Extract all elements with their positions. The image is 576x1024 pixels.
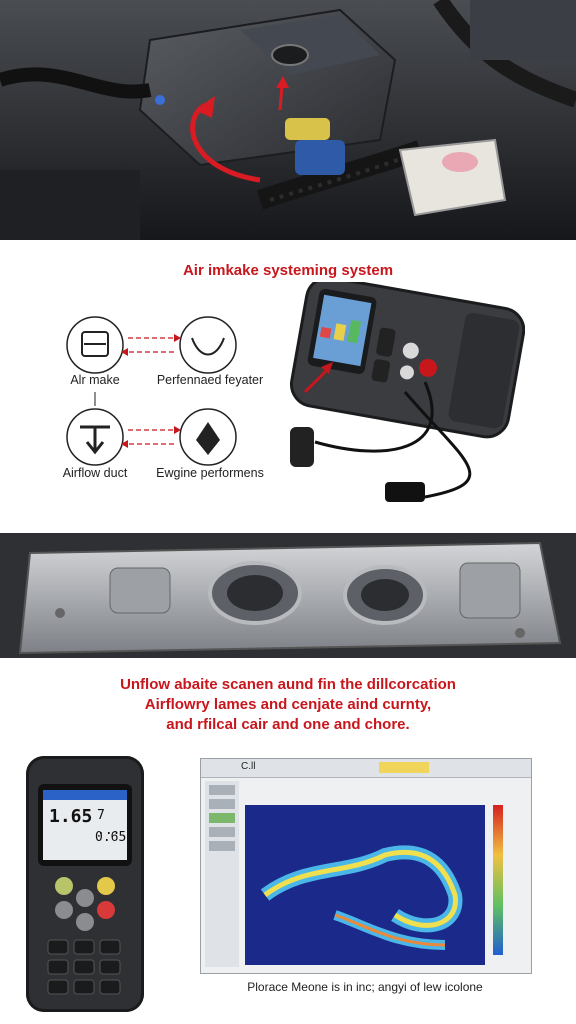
key-red-icon xyxy=(97,901,115,919)
airflow-heatmap xyxy=(245,805,485,965)
scan-tool-illustration xyxy=(289,282,525,502)
heatmap-color-scale xyxy=(493,805,503,955)
scan-tool-button-icon xyxy=(376,327,396,357)
software-titlebar: C.ll xyxy=(201,759,531,778)
caption-panel: Unflow abaite scanen aund fin the dillco… xyxy=(0,658,576,748)
scanner-software-panel: 1.65 7 ... 0.65 xyxy=(0,748,576,1024)
scanner-reading-side: 7 ... xyxy=(97,808,121,838)
node-label-air-intake: Alr make xyxy=(70,373,120,387)
engine-bay-photo xyxy=(0,0,576,240)
performance-node-icon xyxy=(179,316,237,374)
software-window-title: C.ll xyxy=(241,761,256,772)
node-label-performance: Perfennaed feyater xyxy=(156,373,264,387)
caption-line-2: Airflowry lames and cenjate aind curnty, xyxy=(144,696,432,713)
airflow-diagram xyxy=(66,316,237,466)
scanner-keypad xyxy=(47,877,121,995)
intake-manifold-photo xyxy=(0,533,576,658)
caption-line-3: and rfilcal cair and one and chore. xyxy=(166,716,410,733)
key-yellow-icon xyxy=(55,877,73,895)
caption-line-1: Unflow abaite scanen aund fin the dillco… xyxy=(120,676,456,693)
intake-diagram-panel: Air imkake systeming system Alr make Per… xyxy=(0,240,576,530)
toolbar-highlight xyxy=(379,762,429,773)
software-caption: Plorace Meone is in inc; angyi of lew ic… xyxy=(247,980,483,994)
scanner-reading-sub: 0.65 xyxy=(95,830,127,845)
software-left-toolbar xyxy=(205,781,239,967)
scanner-screen: 1.65 7 ... 0.65 xyxy=(38,784,132,866)
diagram-title: Air imkake systeming system xyxy=(182,262,394,279)
engine-bay-illustration xyxy=(0,0,576,240)
manifold-illustration xyxy=(0,533,576,658)
node-label-engine-performance: Ewgine performens xyxy=(156,466,264,480)
software-window: C.ll xyxy=(200,758,532,974)
node-label-airflow-duct: Airflow duct xyxy=(62,466,128,480)
scanner-reading-main: 1.65 xyxy=(49,806,93,827)
handheld-scanner: 1.65 7 ... 0.65 xyxy=(26,756,144,1012)
